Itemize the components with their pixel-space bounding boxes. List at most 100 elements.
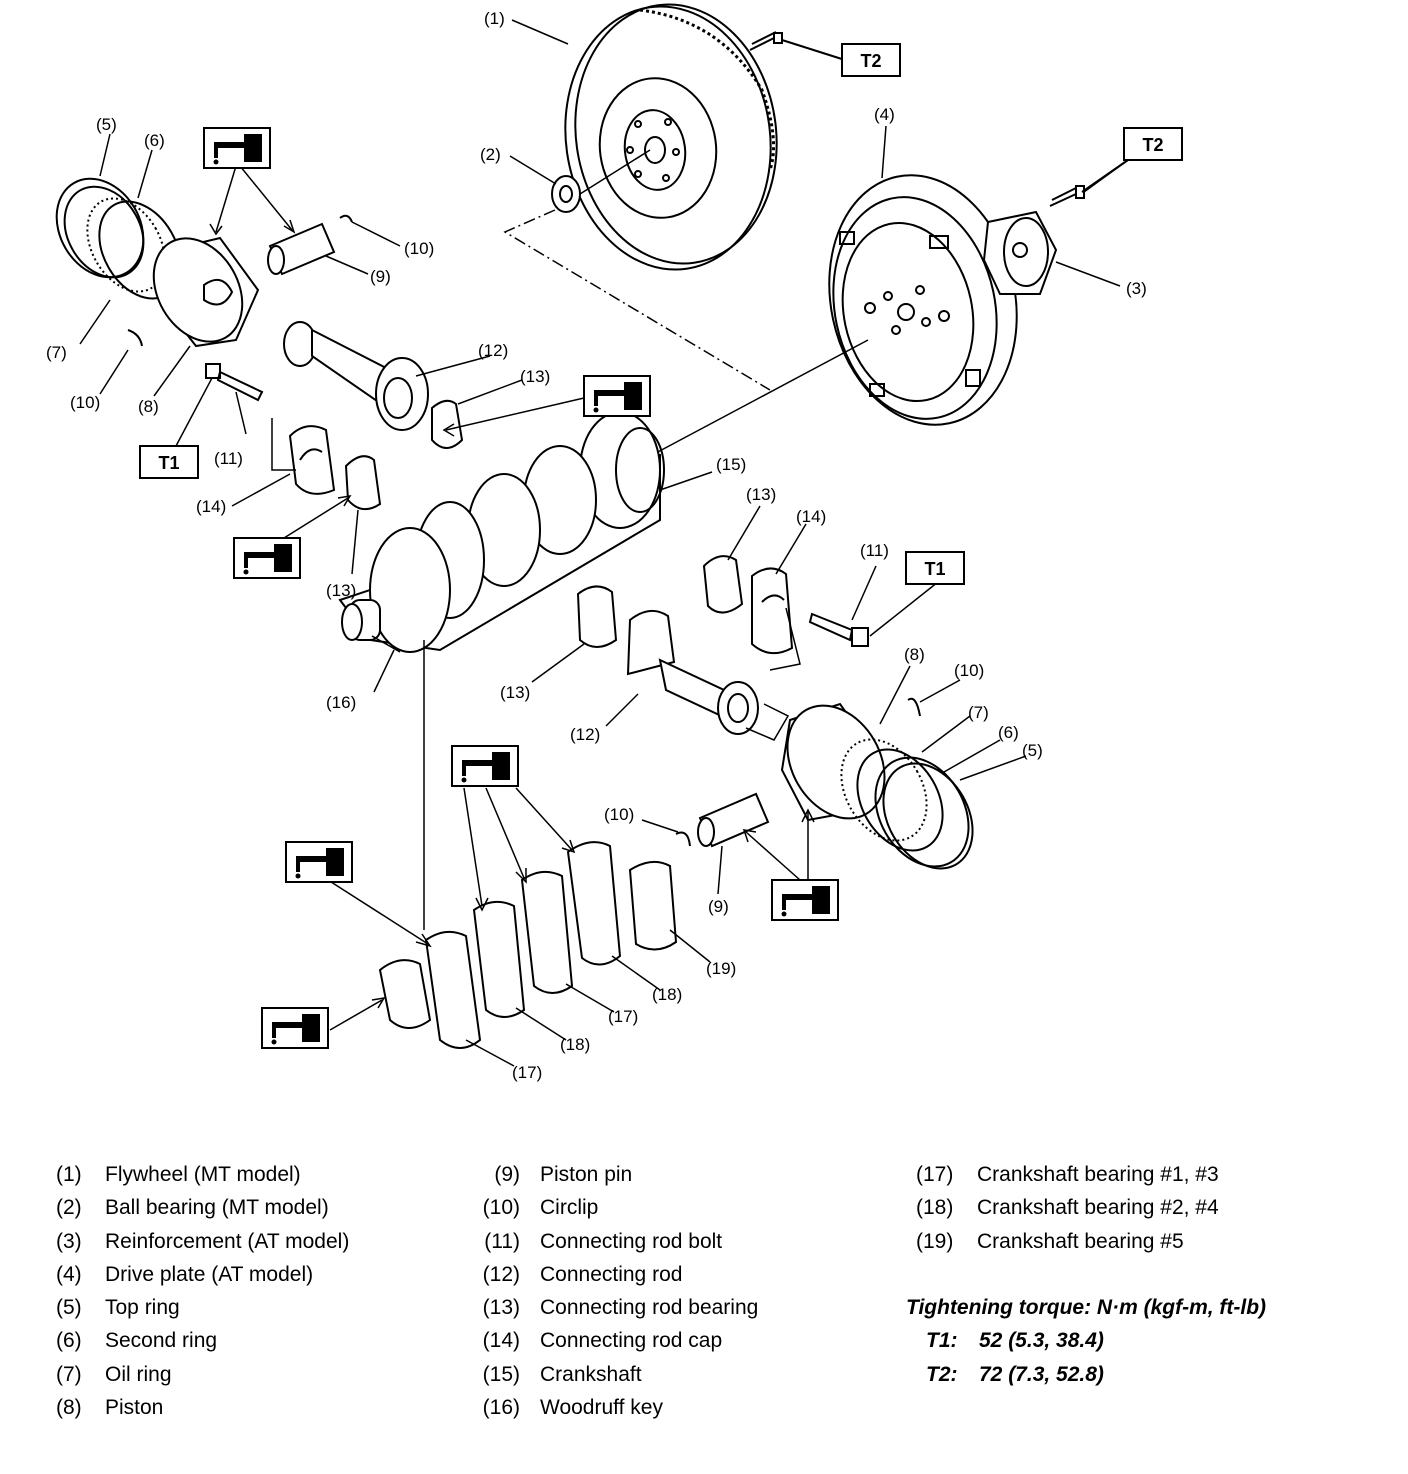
callout-17: (17) <box>512 1063 542 1082</box>
conn-rod-bearing-left <box>344 455 382 511</box>
legend-item: (19)Crankshaft bearing #5 <box>916 1225 1219 1258</box>
legend-num: (15) <box>482 1362 520 1386</box>
oil-can-icon <box>203 127 271 169</box>
torque-tag-t2-plate: T2 <box>1123 127 1183 161</box>
callout-3: (3) <box>1126 279 1147 298</box>
legend-column-1: (1)Flywheel (MT model) (2)Ball bearing (… <box>56 1158 349 1424</box>
callout-12: (12) <box>478 341 508 360</box>
legend-desc: Connecting rod bolt <box>540 1229 723 1253</box>
callout-11: (11) <box>860 541 889 560</box>
legend-desc: Flywheel (MT model) <box>105 1163 301 1186</box>
legend-num: (11) <box>484 1229 520 1253</box>
callout-14: (14) <box>796 507 826 526</box>
oil-can-icon <box>451 745 519 787</box>
piston-pin-right <box>697 792 770 848</box>
legend-desc: Piston pin <box>540 1163 633 1186</box>
callout-13: (13) <box>746 485 776 504</box>
piston-left <box>152 236 260 348</box>
callout-18: (18) <box>652 985 682 1004</box>
legend-item: (13) Connecting rod bearing <box>478 1291 759 1324</box>
flywheel-bolt <box>749 31 846 61</box>
conn-rod-bolt-left <box>205 363 264 402</box>
legend-num: (4) <box>56 1262 82 1286</box>
conn-rod-cap-left <box>288 425 336 495</box>
callout-10: (10) <box>70 393 100 412</box>
legend-item: (15) Crankshaft <box>478 1358 758 1391</box>
torque-tag-t1-left: T1 <box>139 445 199 479</box>
legend-desc: Connecting rod bearing <box>540 1296 759 1320</box>
legend-item: (9)Piston pin <box>478 1158 758 1191</box>
callout-6: (6) <box>998 723 1019 742</box>
callout-1: (1) <box>484 9 505 28</box>
torque-spec: Tightening torque: N·m (kgf-m, ft-lb) T1… <box>906 1291 1266 1391</box>
legend-num: (17) <box>916 1163 954 1186</box>
leader-lines <box>79 19 1129 1067</box>
legend-desc: Drive plate (AT model) <box>105 1262 314 1286</box>
torque-row: T1:52 (5.3, 38.4) <box>926 1324 1266 1357</box>
legend-column-3: (17) Crankshaft bearing #1, #3 (18) Cranks… <box>916 1158 1219 1258</box>
legend-item: (12) Connecting rod <box>478 1258 758 1291</box>
torque-heading: Tightening torque: N·m (kgf-m, ft-lb) <box>906 1296 1267 1319</box>
callout-7: (7) <box>46 343 67 362</box>
svg-text:T2: T2 <box>860 51 881 71</box>
ball-bearing <box>551 175 581 213</box>
callout-13: (13) <box>326 581 356 600</box>
legend-num: (2) <box>56 1196 82 1220</box>
legend-desc: Connecting rod <box>540 1262 683 1286</box>
legend-num: (13) <box>482 1296 520 1320</box>
legend-item: (5)Top ring <box>56 1291 349 1324</box>
torque-row: T2:72 (7.3, 52.8) <box>926 1358 1266 1391</box>
legend-item: (14)Connecting rod cap <box>478 1324 758 1357</box>
torque-tag-t1-right: T1 <box>905 551 965 585</box>
legend-item: (10)Circlip <box>478 1191 758 1224</box>
piston-rings-left <box>55 177 182 300</box>
callout-10: (10) <box>954 661 984 680</box>
legend-item: (16)Woodruff key <box>478 1391 758 1424</box>
legend-desc: Reinforcement (AT model) <box>105 1229 350 1253</box>
callout-6: (6) <box>144 131 165 150</box>
legend-desc: Crankshaft bearing #5 <box>977 1229 1184 1253</box>
torque-value: 52 (5.3, 38.4) <box>979 1329 1104 1353</box>
connecting-rod-upper <box>283 321 429 431</box>
callout-16: (16) <box>326 693 356 712</box>
legend-desc: Crankshaft bearing #2, #4 <box>977 1196 1219 1220</box>
svg-text:T1: T1 <box>158 453 179 473</box>
legend-column-2: (9)Piston pin (10)Circlip (11) Connecting… <box>478 1158 759 1424</box>
legend-desc: Crankshaft <box>540 1362 642 1386</box>
callout-labels: (1) (2) (3) (4) (5) (6) (10) (9) (7) (10… <box>46 9 1147 1082</box>
legend-num: (18) <box>916 1196 954 1220</box>
flywheel <box>564 3 778 271</box>
legend-item: (17) Crankshaft bearing #1, #3 <box>916 1158 1219 1191</box>
conn-rod-cap-right <box>751 567 794 655</box>
legend-desc: Ball bearing (MT model) <box>105 1196 329 1220</box>
callout-13: (13) <box>520 367 550 386</box>
callout-15: (15) <box>716 455 746 474</box>
callout-5: (5) <box>96 115 117 134</box>
callout-5: (5) <box>1022 741 1043 760</box>
legend-num: (6) <box>56 1329 82 1353</box>
oil-can-icon <box>771 879 839 921</box>
legend-desc: Piston <box>105 1396 164 1420</box>
legend-item: (8)Piston <box>56 1391 349 1424</box>
callout-18: (18) <box>560 1035 590 1054</box>
callout-9: (9) <box>708 897 729 916</box>
legend-desc: Top ring <box>105 1296 180 1320</box>
reinforcement-bolt <box>1049 159 1129 207</box>
legend-item: (3)Reinforcement (AT model) <box>56 1225 349 1258</box>
conn-rod-bolt-right <box>808 612 869 647</box>
drive-plate <box>828 174 1018 426</box>
torque-value: 72 (7.3, 52.8) <box>979 1362 1104 1386</box>
legend-num: (12) <box>482 1262 520 1286</box>
conn-rod-bearing-upper <box>431 399 464 449</box>
legend-desc: Circlip <box>540 1196 599 1220</box>
callout-12: (12) <box>570 725 600 744</box>
legend-item: (11) Connecting rod bolt <box>478 1225 758 1258</box>
legend-desc: Crankshaft bearing #1, #3 <box>977 1163 1219 1186</box>
legend-desc: Connecting rod cap <box>540 1329 723 1353</box>
callout-17: (17) <box>608 1007 638 1026</box>
callout-10: (10) <box>404 239 434 258</box>
legend-item: (2) Ball bearing (MT model) <box>56 1191 349 1224</box>
legend-desc: Second ring <box>105 1329 218 1353</box>
legend-item: (4) Drive plate (AT model) <box>56 1258 349 1291</box>
reinforcement <box>982 210 1058 295</box>
